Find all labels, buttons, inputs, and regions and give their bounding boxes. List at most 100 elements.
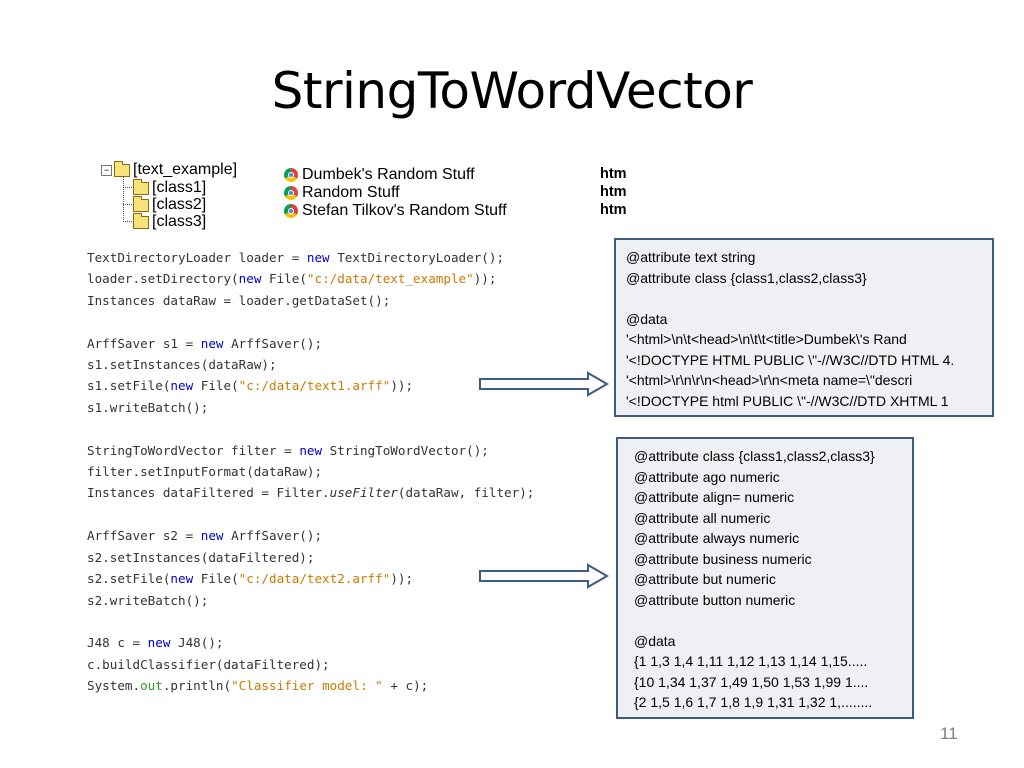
- code-line: s1.setFile(new File("c:/data/text1.arff"…: [87, 375, 534, 396]
- code-token: new: [299, 442, 323, 458]
- file-name: Random Stuff: [302, 184, 400, 201]
- arrow-right-icon: [479, 371, 609, 397]
- code-line: s1.writeBatch();: [87, 397, 534, 418]
- code-token: s1.setInstances(dataRaw);: [87, 357, 277, 373]
- file-ext: htm: [600, 202, 627, 218]
- collapse-icon[interactable]: −: [101, 164, 112, 176]
- folder-icon: [133, 195, 149, 212]
- output-line: {1 1,3 1,4 1,11 1,12 1,13 1,14 1,15.....: [634, 653, 868, 669]
- code-line: J48 c = new J48();: [87, 632, 534, 653]
- code-token: s1.setFile(: [87, 378, 171, 394]
- output-line: @attribute button numeric: [634, 591, 796, 608]
- file-name: Dumbek's Random Stuff: [302, 166, 475, 183]
- output-line: {10 1,34 1,37 1,49 1,50 1,53 1,99 1....: [634, 673, 869, 690]
- tree-item-class3[interactable]: [class3]: [133, 212, 207, 231]
- code-token: new: [200, 528, 224, 544]
- output-line: @attribute all numeric: [634, 509, 771, 526]
- code-line: s1.setInstances(dataRaw);: [87, 354, 534, 375]
- code-token: new: [170, 378, 194, 394]
- code-token: Instances dataFiltered = Filter.: [87, 485, 330, 501]
- file-row[interactable]: Dumbek's Random Stuff: [284, 166, 475, 184]
- code-token: File(: [193, 378, 239, 394]
- output-line: '<html>\n\t<head>\n\t\t<title>Dumbek\'s …: [626, 331, 907, 347]
- code-token: J48();: [170, 635, 224, 651]
- folder-open-icon: [114, 160, 130, 177]
- file-ext: htm: [600, 166, 627, 182]
- output-line: @attribute always numeric: [634, 530, 800, 546]
- code-token: ));: [473, 271, 497, 287]
- tree-root-label: [text_example]: [133, 161, 238, 178]
- page-number: 11: [940, 724, 958, 743]
- file-name: Stefan Tilkov's Random Stuff: [302, 202, 507, 219]
- code-token: "c:/data/text2.arff": [238, 571, 391, 587]
- output-line: {2 1,5 1,6 1,7 1,8 1,9 1,31 1,32 1,.....…: [634, 694, 873, 710]
- code-token: ));: [390, 378, 414, 394]
- tree-item-label: [class1]: [152, 179, 207, 196]
- code-line: c.buildClassifier(dataFiltered);: [87, 654, 534, 675]
- arff-filtered-output-box: @attribute class {class1,class2,class3} @…: [616, 437, 914, 719]
- code-token: .println(: [162, 678, 232, 694]
- code-token: "c:/data/text_example": [306, 271, 474, 287]
- code-token: ArffSaver s2 =: [87, 528, 201, 544]
- folder-open-icon: [133, 178, 149, 195]
- code-line: Instances dataFiltered = Filter.useFilte…: [87, 482, 534, 503]
- code-token: new: [147, 635, 171, 651]
- code-token: s2.setInstances(dataFiltered);: [87, 549, 315, 565]
- output-line: @data: [626, 310, 668, 327]
- code-token: s1.writeBatch();: [87, 399, 209, 415]
- code-line: Instances dataRaw = loader.getDataSet();: [87, 290, 534, 311]
- output-line: @attribute class {class1,class2,class3}: [634, 448, 875, 464]
- file-row[interactable]: Random Stuff: [284, 184, 400, 202]
- code-line: [87, 611, 534, 632]
- chrome-icon: [284, 204, 298, 218]
- code-token: new: [200, 335, 224, 351]
- code-token: new: [306, 250, 330, 265]
- output-line: '<!DOCTYPE HTML PUBLIC \"-//W3C//DTD HTM…: [626, 351, 955, 368]
- code-token: + c);: [382, 678, 429, 694]
- code-token: TextDirectoryLoader();: [329, 250, 505, 265]
- tree-item-label: [class2]: [152, 196, 207, 213]
- code-token: c.buildClassifier(dataFiltered);: [87, 656, 330, 672]
- code-token: ArffSaver s1 =: [87, 335, 201, 351]
- code-token: File(: [193, 571, 239, 587]
- code-line: s2.setInstances(dataFiltered);: [87, 547, 534, 568]
- output-line: [634, 610, 896, 631]
- tree-item-label: [class3]: [152, 213, 207, 230]
- code-token: "c:/data/text1.arff": [238, 378, 391, 394]
- tree-item-class2[interactable]: [class2]: [133, 195, 207, 214]
- code-line: s2.writeBatch();: [87, 590, 534, 611]
- output-line: @attribute ago numeric: [634, 468, 780, 485]
- code-token: new: [238, 271, 262, 287]
- code-line: System.out.println("Classifier model: " …: [87, 675, 534, 696]
- code-token: useFilter: [329, 485, 398, 501]
- code-token: ArffSaver();: [223, 528, 323, 544]
- code-line: loader.setDirectory(new File("c:/data/te…: [87, 268, 534, 289]
- code-token: StringToWordVector();: [322, 442, 489, 458]
- slide-title: StringToWordVector: [271, 62, 753, 120]
- output-line: @attribute text string: [626, 249, 756, 265]
- output-line: @attribute class {class1,class2,class3}: [626, 269, 867, 286]
- output-line: '<!DOCTYPE html PUBLIC \"-//W3C//DTD XHT…: [626, 392, 949, 409]
- code-line: s2.setFile(new File("c:/data/text2.arff"…: [87, 568, 534, 589]
- file-ext: htm: [600, 184, 627, 200]
- tree-root[interactable]: − [text_example]: [101, 160, 238, 179]
- file-row[interactable]: Stefan Tilkov's Random Stuff: [284, 202, 507, 220]
- tree-item-class1[interactable]: [class1]: [133, 178, 207, 197]
- code-line: [87, 504, 534, 525]
- code-token: s2.setFile(: [87, 571, 171, 587]
- code-token: (dataRaw, filter);: [397, 485, 535, 501]
- code-token: File(: [261, 271, 307, 287]
- output-line: [626, 288, 982, 309]
- output-line: @attribute but numeric: [634, 571, 776, 587]
- code-token: ));: [390, 571, 414, 587]
- code-token: System.: [87, 678, 141, 694]
- chrome-icon: [284, 186, 298, 200]
- code-line: ArffSaver s1 = new ArffSaver();: [87, 333, 534, 354]
- code-line: [87, 418, 534, 439]
- arff-raw-output-box: @attribute text string @attribute class {…: [614, 238, 994, 417]
- code-token: loader.setDirectory(: [87, 271, 239, 287]
- code-token: out: [140, 678, 163, 694]
- code-token: filter.setInputFormat(dataRaw);: [87, 464, 323, 480]
- code-token: "Classifier model: ": [231, 678, 383, 694]
- output-line: @data: [634, 632, 676, 649]
